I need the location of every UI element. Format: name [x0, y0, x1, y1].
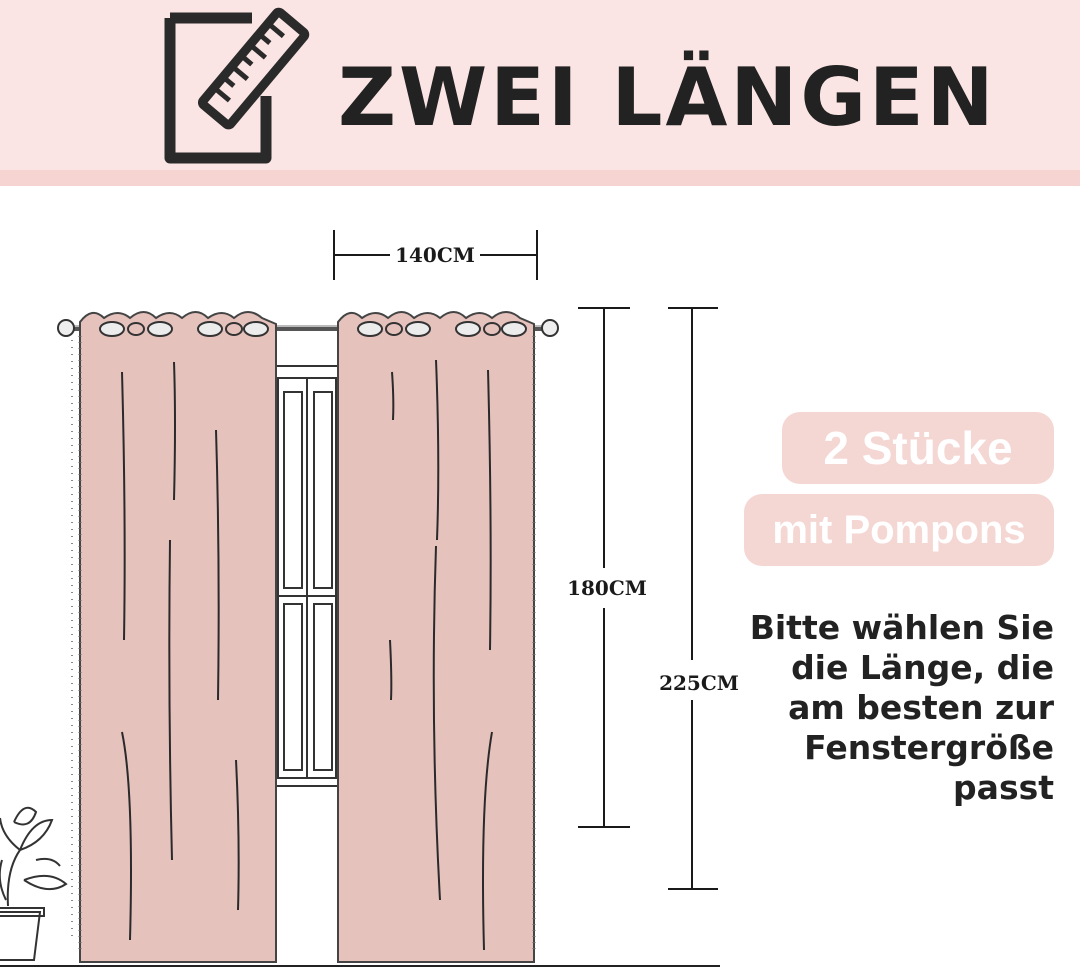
rod-finial-left [57, 319, 75, 337]
size-note-line: die Länge, die [791, 648, 1054, 687]
grommets [99, 321, 527, 337]
length-long-label: 225CM [659, 671, 739, 695]
size-note-line: Fenstergröße [804, 728, 1054, 767]
ruler-note-icon [164, 7, 310, 164]
header-banner-stripe [0, 170, 1080, 186]
width-label: 140CM [395, 243, 475, 267]
width-dimension [333, 230, 538, 280]
pompons-badge: mit Pompons [744, 494, 1054, 566]
size-note-line: passt [953, 768, 1054, 807]
length-long-dimension [668, 307, 718, 890]
window-frame [273, 365, 341, 787]
curtain-panel-right [337, 311, 536, 963]
rod-finial-right [541, 319, 559, 337]
page-title: ZWEI LÄNGEN [338, 51, 997, 144]
length-short-dimension [578, 307, 630, 828]
size-note: Bitte wählen Sie die Länge, die am beste… [724, 608, 1054, 808]
size-note-line: am besten zur [788, 688, 1054, 727]
plant-illustration [0, 806, 68, 961]
curtain-panel-left [71, 311, 277, 963]
pieces-badge: 2 Stücke [782, 412, 1054, 484]
header-banner [0, 0, 1080, 170]
length-short-label: 180CM [567, 576, 647, 600]
size-note-line: Bitte wählen Sie [749, 608, 1054, 647]
